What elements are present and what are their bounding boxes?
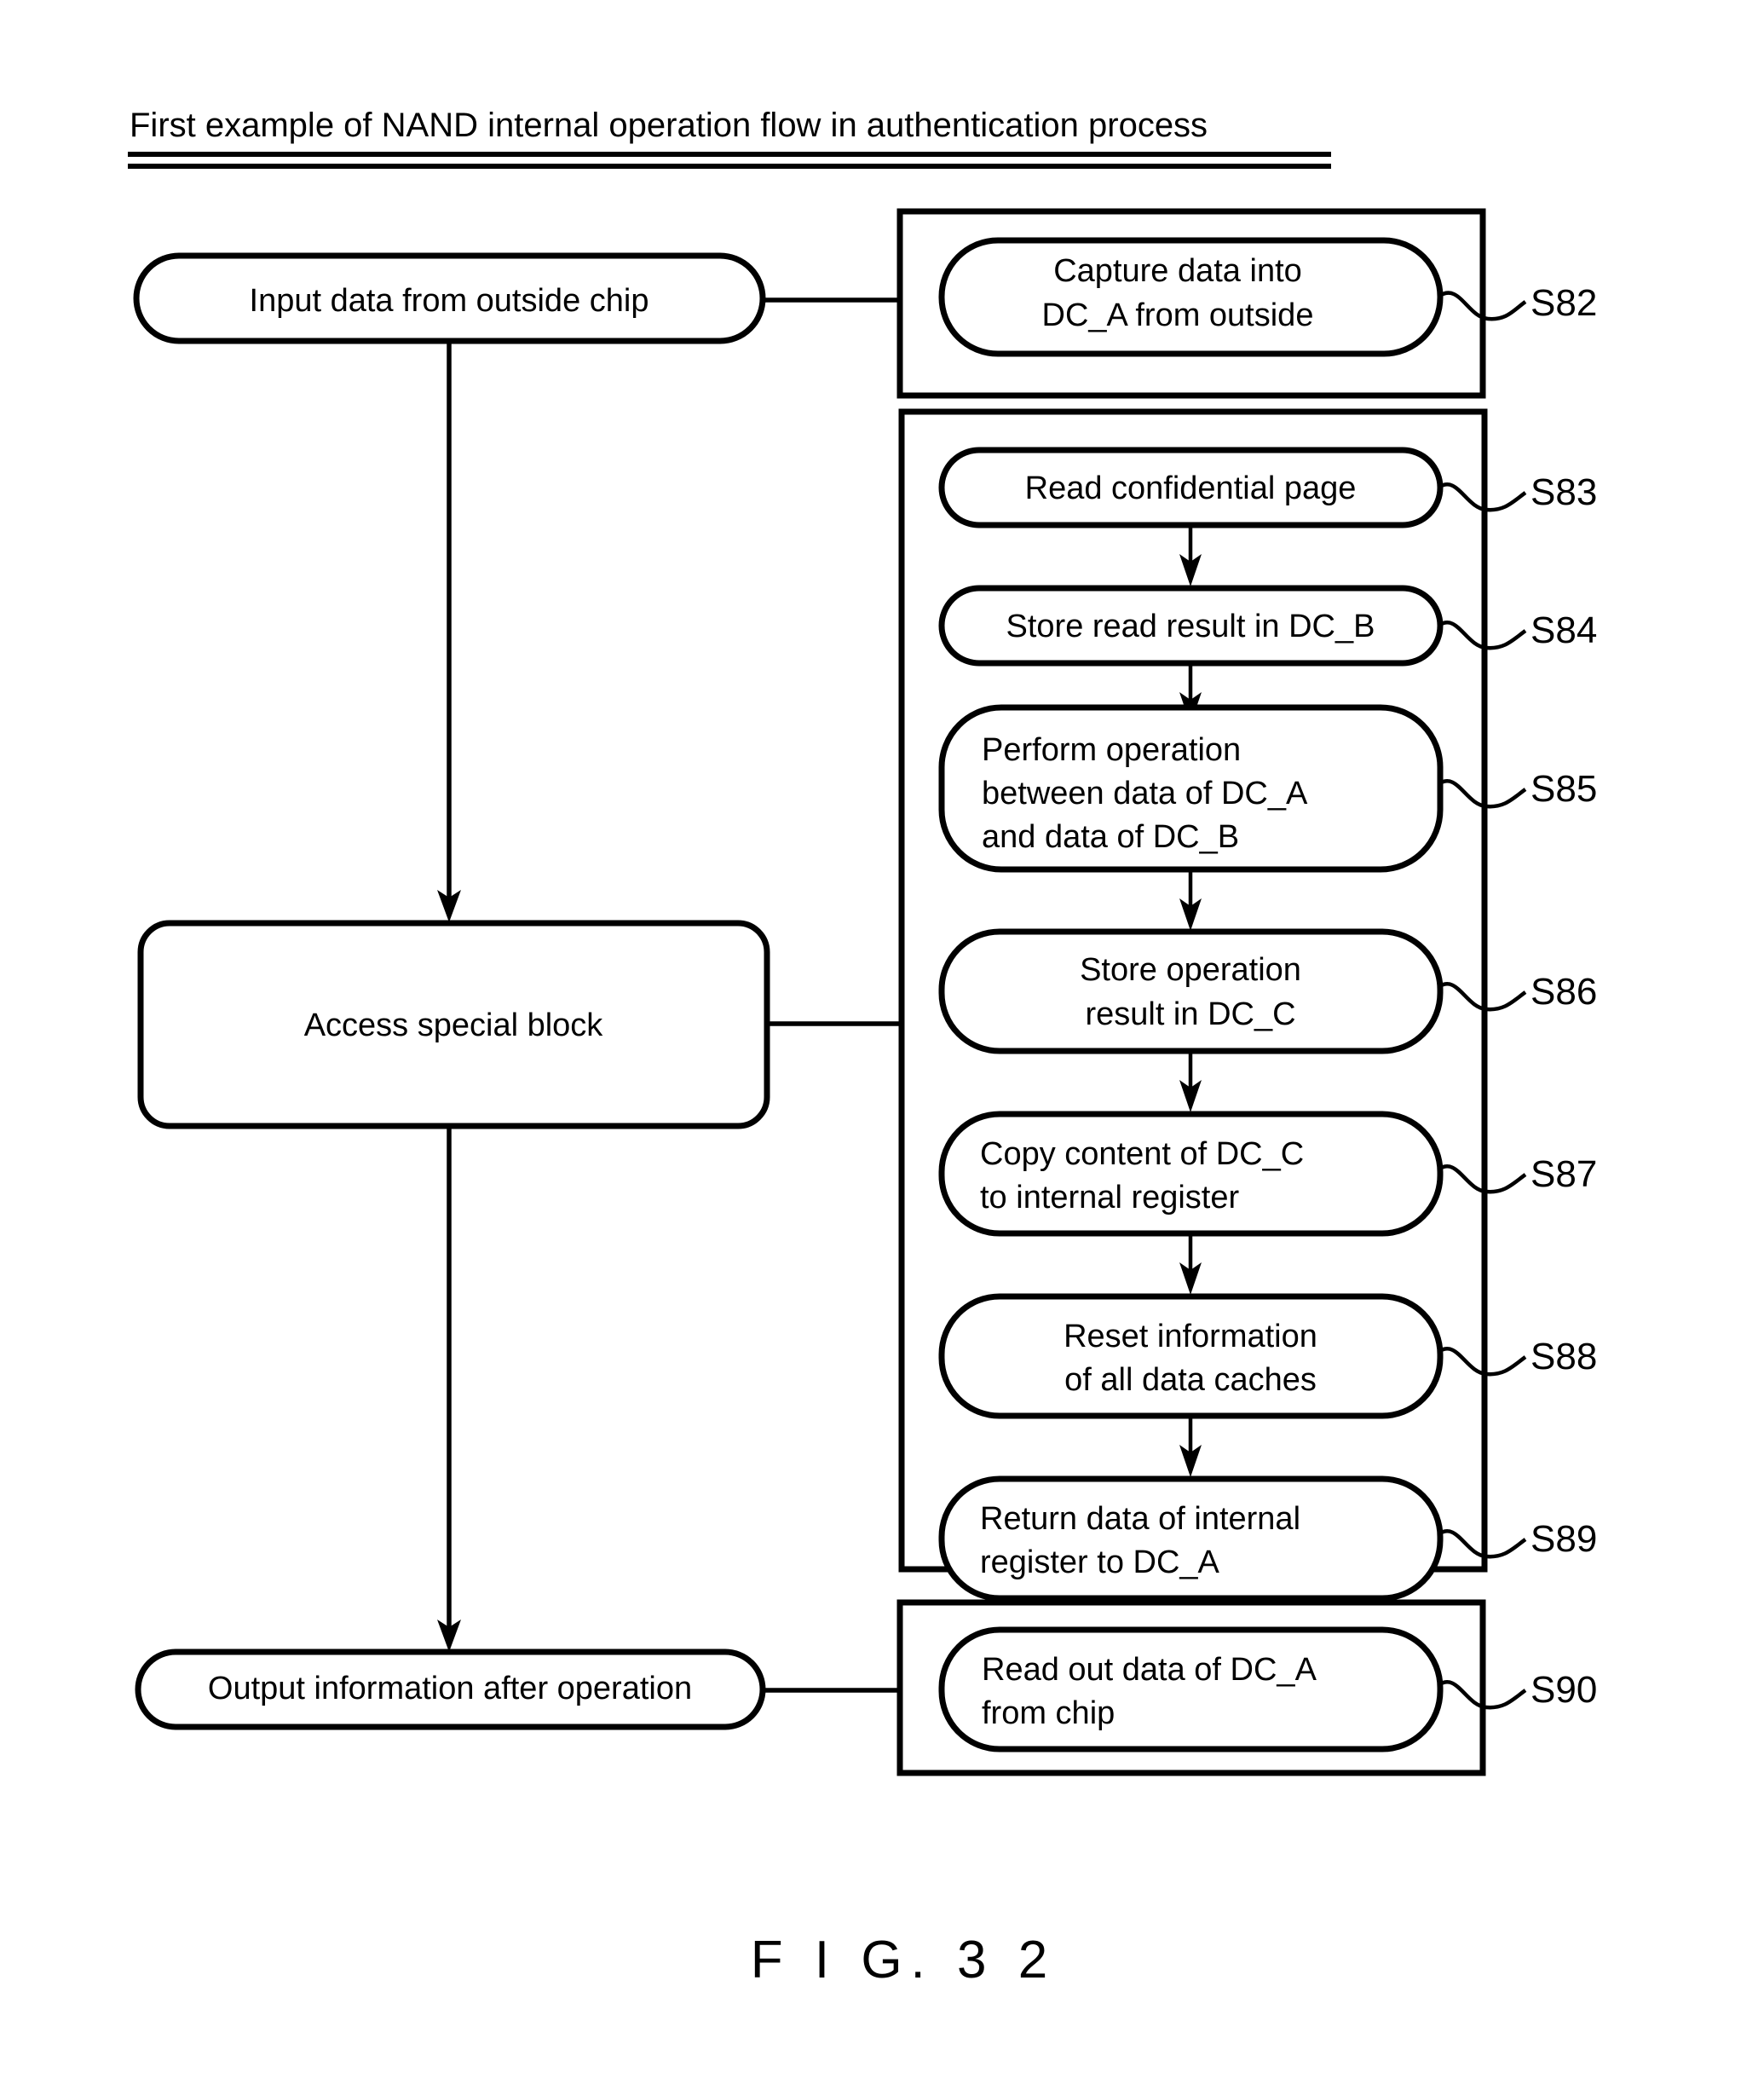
node-s86-line-1: Store operation — [1080, 952, 1301, 988]
node-s85[interactable]: Perform operation between data of DC_A a… — [938, 704, 1444, 873]
node-access-special-block-label: Access special block — [304, 1008, 604, 1043]
leader-s88 — [1437, 1347, 1527, 1377]
step-label-s82: S82 — [1531, 282, 1597, 324]
step-label-s88: S88 — [1531, 1336, 1597, 1377]
step-label-s89: S89 — [1531, 1518, 1597, 1560]
arrow-s83-to-s84 — [1179, 525, 1202, 586]
arrow-access-to-output — [437, 1126, 461, 1652]
node-input-data[interactable]: Input data from outside chip — [133, 252, 766, 344]
step-label-s90: S90 — [1531, 1669, 1597, 1711]
node-s86-line-2: result in DC_C — [1085, 996, 1295, 1032]
node-s85-line-1: Perform operation — [982, 732, 1241, 768]
node-output-information-label: Output information after operation — [208, 1671, 692, 1706]
step-label-s87: S87 — [1531, 1153, 1597, 1195]
node-s88-line-2: of all data caches — [1064, 1362, 1317, 1398]
leader-s84 — [1437, 621, 1527, 650]
figure-title: First example of NAND internal operation… — [130, 107, 1208, 144]
node-s88-line-1: Reset information — [1064, 1319, 1317, 1354]
node-s82-line-1: Capture data into — [1053, 253, 1302, 289]
node-s82[interactable]: Capture data into DC_A from outside — [938, 237, 1444, 357]
node-s85-line-2: between data of DC_A — [982, 776, 1308, 811]
arrow-s86-to-s87 — [1179, 1051, 1202, 1112]
title-double-underline — [128, 152, 1331, 169]
leader-s86 — [1437, 982, 1527, 1012]
node-s87-line-1: Copy content of DC_C — [980, 1136, 1304, 1172]
arrow-s85-to-s86 — [1179, 869, 1202, 931]
node-s90[interactable]: Read out data of DC_A from chip — [938, 1626, 1444, 1752]
leader-s87 — [1437, 1164, 1527, 1194]
node-s88[interactable]: Reset information of all data caches — [938, 1293, 1444, 1419]
arrow-s87-to-s88 — [1179, 1233, 1202, 1295]
step-label-s84: S84 — [1531, 609, 1597, 651]
leader-s83 — [1437, 482, 1527, 512]
node-s89-line-1: Return data of internal — [980, 1501, 1300, 1537]
leader-s90 — [1437, 1680, 1527, 1710]
node-output-information[interactable]: Output information after operation — [135, 1649, 766, 1730]
node-s89-line-2: register to DC_A — [980, 1545, 1220, 1580]
step-label-s85: S85 — [1531, 768, 1597, 810]
leader-s82 — [1437, 291, 1527, 321]
node-s87-line-2: to internal register — [980, 1180, 1239, 1215]
node-s83[interactable]: Read confidential page — [938, 447, 1444, 528]
node-s84-line-1: Store read result in DC_B — [1006, 609, 1375, 644]
node-s82-line-2: DC_A from outside — [1042, 297, 1314, 333]
node-s84[interactable]: Store read result in DC_B — [938, 585, 1444, 667]
node-access-special-block[interactable]: Access special block — [137, 920, 770, 1129]
node-s90-line-2: from chip — [982, 1695, 1115, 1731]
node-s86[interactable]: Store operation result in DC_C — [938, 928, 1444, 1054]
arrow-s88-to-s89 — [1179, 1416, 1202, 1477]
node-s90-line-1: Read out data of DC_A — [982, 1652, 1317, 1688]
arrow-input-to-access — [437, 341, 461, 922]
node-input-data-label: Input data from outside chip — [250, 283, 649, 319]
node-s89[interactable]: Return data of internal register to DC_A — [938, 1475, 1444, 1602]
node-s87[interactable]: Copy content of DC_C to internal registe… — [938, 1111, 1444, 1237]
figure-caption: F I G. 3 2 — [751, 1931, 1056, 1989]
step-label-s86: S86 — [1531, 971, 1597, 1013]
step-label-s83: S83 — [1531, 471, 1597, 513]
node-s85-line-3: and data of DC_B — [982, 819, 1239, 855]
leader-s89 — [1437, 1529, 1527, 1559]
node-s83-line-1: Read confidential page — [1025, 471, 1357, 506]
leader-s85 — [1437, 779, 1527, 809]
